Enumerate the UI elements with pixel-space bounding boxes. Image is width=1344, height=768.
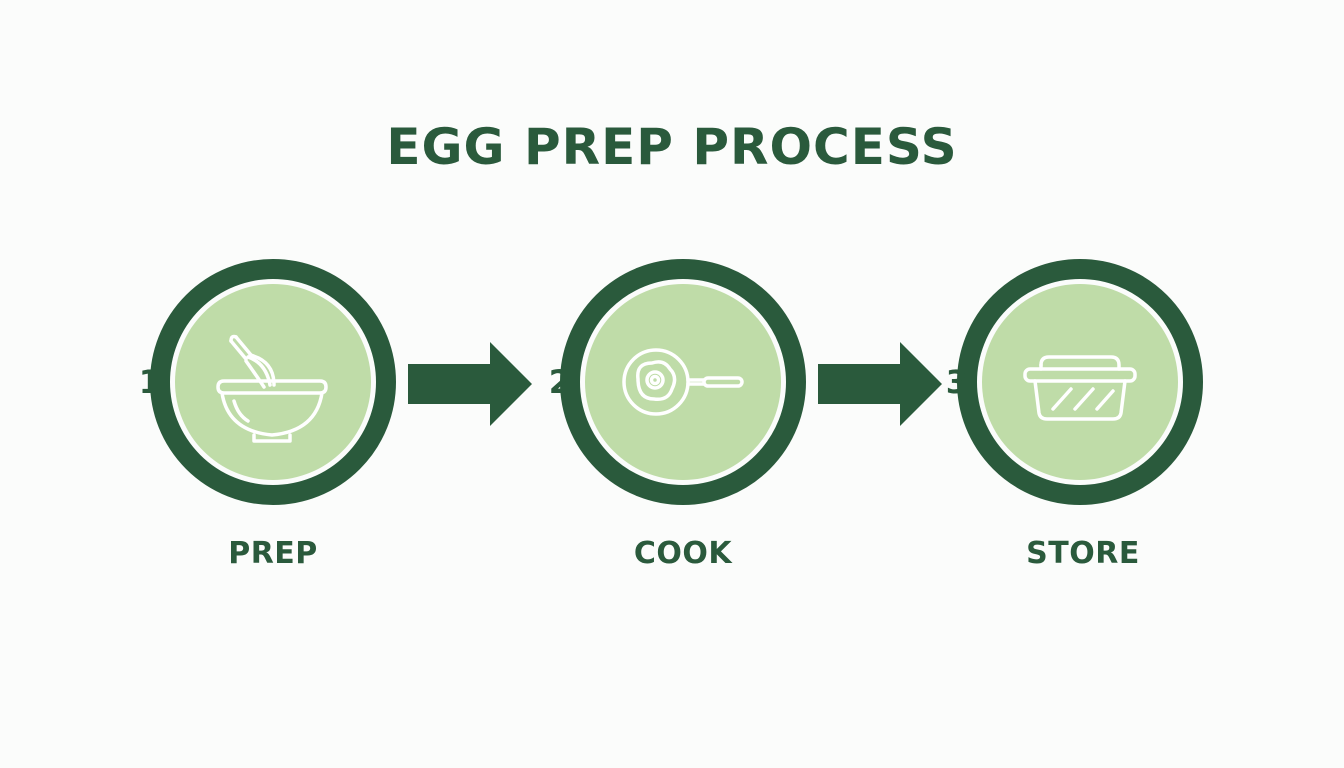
step-label-store: STORE xyxy=(1026,536,1140,571)
step-prep: 1. xyxy=(139,257,398,507)
food-storage-container-icon xyxy=(1023,355,1137,421)
step-label-cook: COOK xyxy=(633,536,733,571)
step-cook: 2. xyxy=(549,257,808,507)
step-store: 3. xyxy=(946,257,1205,507)
step-ring xyxy=(560,259,806,505)
step-number: 3. xyxy=(945,363,981,401)
frying-pan-with-egg-icon xyxy=(622,348,744,416)
step-label-prep: PREP xyxy=(228,536,318,571)
step-inner-circle xyxy=(585,284,781,480)
step-number: 2. xyxy=(548,363,584,401)
arrow-right-icon xyxy=(818,342,942,426)
step-number: 1. xyxy=(138,363,174,401)
mixing-bowl-with-whisk-icon xyxy=(216,334,328,443)
diagram-title: EGG PREP PROCESS xyxy=(386,118,958,176)
arrow-right-icon xyxy=(408,342,532,426)
step-ring xyxy=(957,259,1203,505)
step-ring xyxy=(150,259,396,505)
